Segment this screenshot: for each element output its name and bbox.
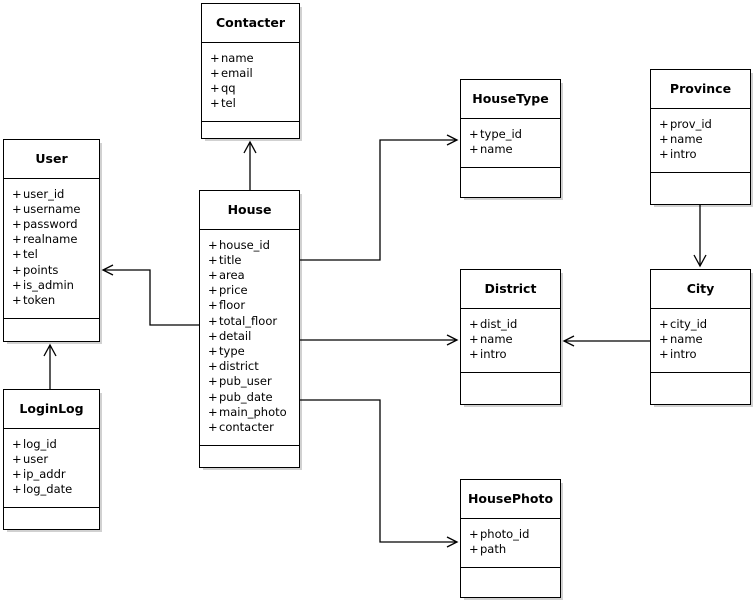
uml-class-methods	[200, 446, 299, 468]
arrowhead-icon	[43, 343, 57, 357]
uml-attribute: +name	[659, 331, 703, 346]
uml-class-title: LoginLog	[4, 390, 99, 429]
uml-attribute: +token	[12, 292, 56, 307]
arrowhead-icon	[446, 536, 459, 548]
uml-class-attributes: +user_id+username+password+realname+tel+…	[4, 179, 99, 320]
relationship-house-to-housephoto[interactable]	[300, 399, 459, 548]
uml-class-city[interactable]: City+city_id+name+intro	[650, 269, 751, 405]
uml-attribute: +log_date	[12, 482, 73, 497]
relationship-house-to-housetype[interactable]	[300, 134, 459, 261]
uml-attribute: +area	[208, 267, 245, 282]
uml-attribute: +realname	[12, 232, 78, 247]
uml-class-methods	[4, 508, 99, 530]
uml-attribute: +ip_addr	[12, 466, 66, 481]
uml-attribute: +total_floor	[208, 313, 278, 328]
uml-class-attributes: +city_id+name+intro	[651, 309, 750, 374]
uml-class-methods	[4, 319, 99, 341]
relationship-line	[300, 139, 457, 261]
arrowhead-icon	[562, 335, 575, 347]
uml-attribute: +price	[208, 283, 248, 298]
uml-attribute: +name	[469, 141, 513, 156]
uml-attribute: +district	[208, 359, 259, 374]
uml-attribute: +name	[659, 131, 703, 146]
arrowhead-icon	[446, 134, 459, 146]
relationship-house-to-district[interactable]	[300, 334, 459, 346]
relationship-loginlog-to-user[interactable]	[43, 343, 57, 389]
uml-class-attributes: +log_id+user+ip_addr+log_date	[4, 429, 99, 509]
uml-class-title: HousePhoto	[461, 480, 560, 519]
uml-attribute: +pub_date	[208, 389, 273, 404]
uml-attribute: +intro	[659, 146, 697, 161]
uml-attribute: +user_id	[12, 186, 65, 201]
arrowhead-icon	[446, 334, 459, 346]
uml-class-attributes: +prov_id+name+intro	[651, 109, 750, 174]
uml-class-title: HouseType	[461, 80, 560, 119]
uml-class-methods	[651, 373, 750, 395]
uml-attribute: +username	[12, 201, 81, 216]
uml-class-methods	[461, 373, 560, 395]
uml-class-house[interactable]: House+house_id+title+area+price+floor+to…	[199, 190, 300, 468]
uml-attribute: +path	[469, 541, 507, 556]
uml-class-user[interactable]: User+user_id+username+password+realname+…	[3, 139, 100, 342]
arrowhead-icon	[693, 254, 707, 268]
uml-class-attributes: +house_id+title+area+price+floor+total_f…	[200, 230, 299, 447]
relationship-house-to-user[interactable]	[101, 264, 199, 326]
uml-class-attributes: +photo_id+path	[461, 519, 560, 568]
uml-attribute: +pub_user	[208, 374, 272, 389]
relationship-line	[300, 399, 457, 543]
uml-class-methods	[651, 173, 750, 195]
uml-attribute: +user	[12, 451, 49, 466]
uml-attribute: +type	[208, 343, 245, 358]
uml-class-attributes: +type_id+name	[461, 119, 560, 168]
uml-attribute: +name	[210, 50, 254, 65]
uml-class-loginlog[interactable]: LoginLog+log_id+user+ip_addr+log_date	[3, 389, 100, 530]
uml-class-title: Contacter	[202, 4, 299, 43]
uml-attribute: +qq	[210, 80, 236, 95]
uml-class-housetype[interactable]: HouseType+type_id+name	[460, 79, 561, 198]
uml-attribute: +house_id	[208, 237, 270, 252]
uml-attribute: +password	[12, 216, 78, 231]
uml-attribute: +contacter	[208, 419, 274, 434]
uml-attribute: +dist_id	[469, 316, 518, 331]
uml-attribute: +intro	[659, 346, 697, 361]
uml-attribute: +prov_id	[659, 116, 712, 131]
uml-attribute: +city_id	[659, 316, 708, 331]
relationship-city-to-district[interactable]	[562, 335, 650, 347]
uml-attribute: +floor	[208, 298, 246, 313]
uml-attribute: +main_photo	[208, 404, 287, 419]
uml-attribute: +intro	[469, 346, 507, 361]
uml-attribute: +title	[208, 252, 242, 267]
uml-attribute: +email	[210, 65, 253, 80]
uml-class-attributes: +dist_id+name+intro	[461, 309, 560, 374]
relationship-house-to-contacter[interactable]	[243, 140, 257, 190]
uml-attribute: +type_id	[469, 126, 522, 141]
uml-attribute: +name	[469, 331, 513, 346]
uml-class-title: User	[4, 140, 99, 179]
uml-class-province[interactable]: Province+prov_id+name+intro	[650, 69, 751, 205]
uml-class-contacter[interactable]: Contacter+name+email+qq+tel	[201, 3, 300, 139]
relationship-province-to-city[interactable]	[693, 205, 707, 268]
arrowhead-icon	[101, 264, 114, 276]
uml-attribute: +detail	[208, 328, 252, 343]
uml-class-title: District	[461, 270, 560, 309]
uml-class-district[interactable]: District+dist_id+name+intro	[460, 269, 561, 405]
uml-attribute: +tel	[210, 96, 236, 111]
uml-class-attributes: +name+email+qq+tel	[202, 43, 299, 123]
uml-attribute: +is_admin	[12, 277, 74, 292]
uml-class-methods	[202, 122, 299, 144]
uml-attribute: +photo_id	[469, 526, 530, 541]
uml-attribute: +tel	[12, 247, 38, 262]
uml-class-title: City	[651, 270, 750, 309]
uml-attribute: +log_id	[12, 436, 57, 451]
uml-attribute: +points	[12, 262, 59, 277]
uml-class-methods	[461, 168, 560, 190]
relationship-line	[103, 269, 199, 326]
uml-class-title: Province	[651, 70, 750, 109]
uml-class-title: House	[200, 191, 299, 230]
uml-class-housephoto[interactable]: HousePhoto+photo_id+path	[460, 479, 561, 598]
uml-class-methods	[461, 568, 560, 590]
